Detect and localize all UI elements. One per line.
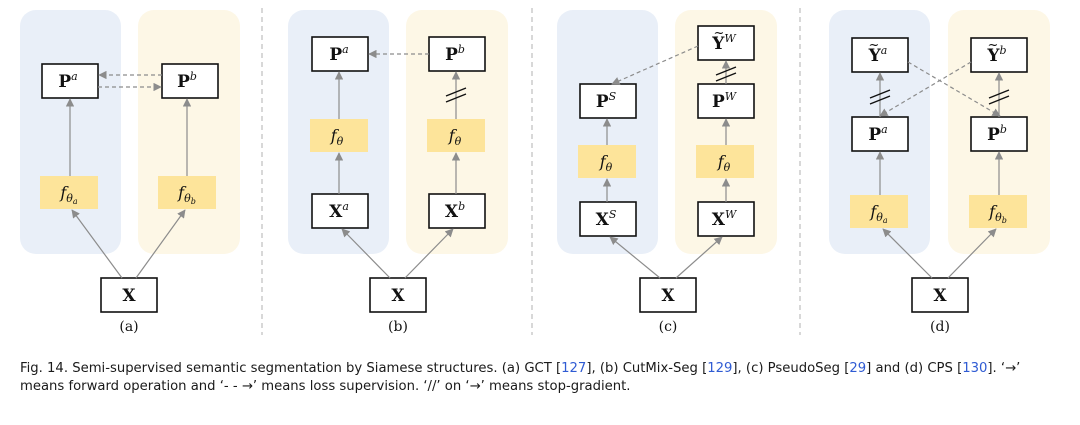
subfigure-label-b: (b) xyxy=(388,319,408,335)
label-x-w: XW xyxy=(712,208,738,230)
box-x-b xyxy=(428,193,486,229)
subfigure-label-c: (c) xyxy=(659,319,678,335)
stop-gradient-mark-b xyxy=(445,87,467,103)
label-f-theta-s: fθ xyxy=(599,152,613,174)
box-f-theta-s xyxy=(578,145,636,178)
subfigure-label-d: (d) xyxy=(930,319,950,335)
box-f-theta-b xyxy=(158,176,216,209)
citation-link-130[interactable]: 130 xyxy=(962,361,988,376)
box-f-theta-b xyxy=(427,119,485,152)
stop-gradient-mark-d-b xyxy=(988,89,1010,105)
box-x-a xyxy=(311,193,369,229)
box-input-x-c xyxy=(639,277,697,313)
loss-arrow-yw-to-ps xyxy=(611,45,699,85)
label-input-x-d: X xyxy=(933,286,947,306)
citation-link-127[interactable]: 127 xyxy=(561,361,587,376)
siamese-structures-figure: Pa Pb fθa fθb X (a) Pa Pb fθ fθ xyxy=(20,8,1050,335)
box-p-b xyxy=(428,36,486,72)
arrow-x-to-xb xyxy=(404,228,454,279)
box-p-a xyxy=(41,63,99,99)
label-x-a: Xa xyxy=(329,200,349,222)
box-p-a xyxy=(311,36,369,72)
tilde-y-w: ~ xyxy=(714,26,725,41)
box-y-tilde-b xyxy=(970,37,1028,73)
label-f-theta-a: fθ xyxy=(330,126,344,148)
subfigure-c: YW ~ PS PW fθ fθ XS XW X (c) xyxy=(557,10,777,335)
box-p-b xyxy=(970,116,1028,152)
box-x-s xyxy=(579,201,637,237)
arrow-x-to-f-b xyxy=(135,209,186,279)
citation-link-129[interactable]: 129 xyxy=(707,361,733,376)
label-f-theta-b: fθb xyxy=(988,202,1007,225)
subfigure-a: Pa Pb fθa fθb X (a) xyxy=(20,10,240,335)
box-x-w xyxy=(697,201,755,237)
tilde-y-a: ~ xyxy=(869,38,880,53)
label-input-x-a: X xyxy=(122,286,136,306)
label-p-b: Pb xyxy=(177,70,197,92)
label-f-theta-w: fθ xyxy=(717,152,731,174)
box-p-s xyxy=(579,83,637,119)
arrow-x-to-f-a xyxy=(71,209,123,279)
box-p-b xyxy=(161,63,219,99)
label-p-a: Pa xyxy=(868,123,887,145)
subfigure-d: Ya ~ Yb ~ Pa Pb fθa fθb X (d) xyxy=(829,10,1050,335)
box-y-tilde-a xyxy=(851,37,909,73)
label-f-theta-a: fθa xyxy=(59,183,78,206)
subfigure-b: Pa Pb fθ fθ Xa Xb X (b) xyxy=(288,10,508,335)
panel-a-right xyxy=(138,10,240,254)
arrow-x-to-fa xyxy=(882,228,933,279)
label-p-a: Pa xyxy=(58,70,77,92)
label-x-b: Xb xyxy=(445,200,465,222)
arrow-x-to-xs xyxy=(609,236,661,279)
stop-gradient-mark-d-a xyxy=(869,89,891,105)
label-p-w: PW xyxy=(712,90,738,112)
label-f-theta-b: fθb xyxy=(177,183,196,206)
box-f-theta-a xyxy=(850,195,908,228)
box-input-x-b xyxy=(369,277,427,313)
box-y-tilde-w xyxy=(697,25,755,61)
box-p-w xyxy=(697,83,755,119)
figure-caption: Fig. 14. Semi-supervised semantic segmen… xyxy=(20,361,1021,394)
label-input-x-b: X xyxy=(391,286,405,306)
label-y-tilde-a: Ya xyxy=(868,44,888,66)
label-p-b: Pb xyxy=(987,123,1007,145)
label-y-tilde-w: YW xyxy=(711,32,737,54)
label-p-a: Pa xyxy=(329,43,348,65)
label-input-x-c: X xyxy=(661,286,675,306)
arrow-x-to-xa xyxy=(341,228,391,279)
subfigure-label-a: (a) xyxy=(119,319,138,335)
stop-gradient-mark-c xyxy=(715,66,737,82)
label-f-theta-b: fθ xyxy=(448,126,462,148)
label-p-s: PS xyxy=(596,90,617,112)
box-input-x-d xyxy=(911,277,969,313)
label-f-theta-a: fθa xyxy=(869,202,888,225)
citation-link-29[interactable]: 29 xyxy=(849,361,867,376)
box-input-x-a xyxy=(100,277,158,313)
label-p-b: Pb xyxy=(445,43,465,65)
box-f-theta-w xyxy=(696,145,754,178)
arrow-x-to-fb xyxy=(947,228,997,279)
box-f-theta-b xyxy=(969,195,1027,228)
loss-arrow-yb-to-pa xyxy=(879,61,972,117)
label-y-tilde-b: Yb xyxy=(986,44,1006,66)
box-f-theta-a xyxy=(310,119,368,152)
arrow-x-to-xw xyxy=(675,236,723,279)
label-x-s: XS xyxy=(596,208,617,230)
tilde-y-b: ~ xyxy=(988,38,999,53)
loss-arrow-ya-to-pb xyxy=(907,61,1001,117)
box-f-theta-a xyxy=(40,176,98,209)
